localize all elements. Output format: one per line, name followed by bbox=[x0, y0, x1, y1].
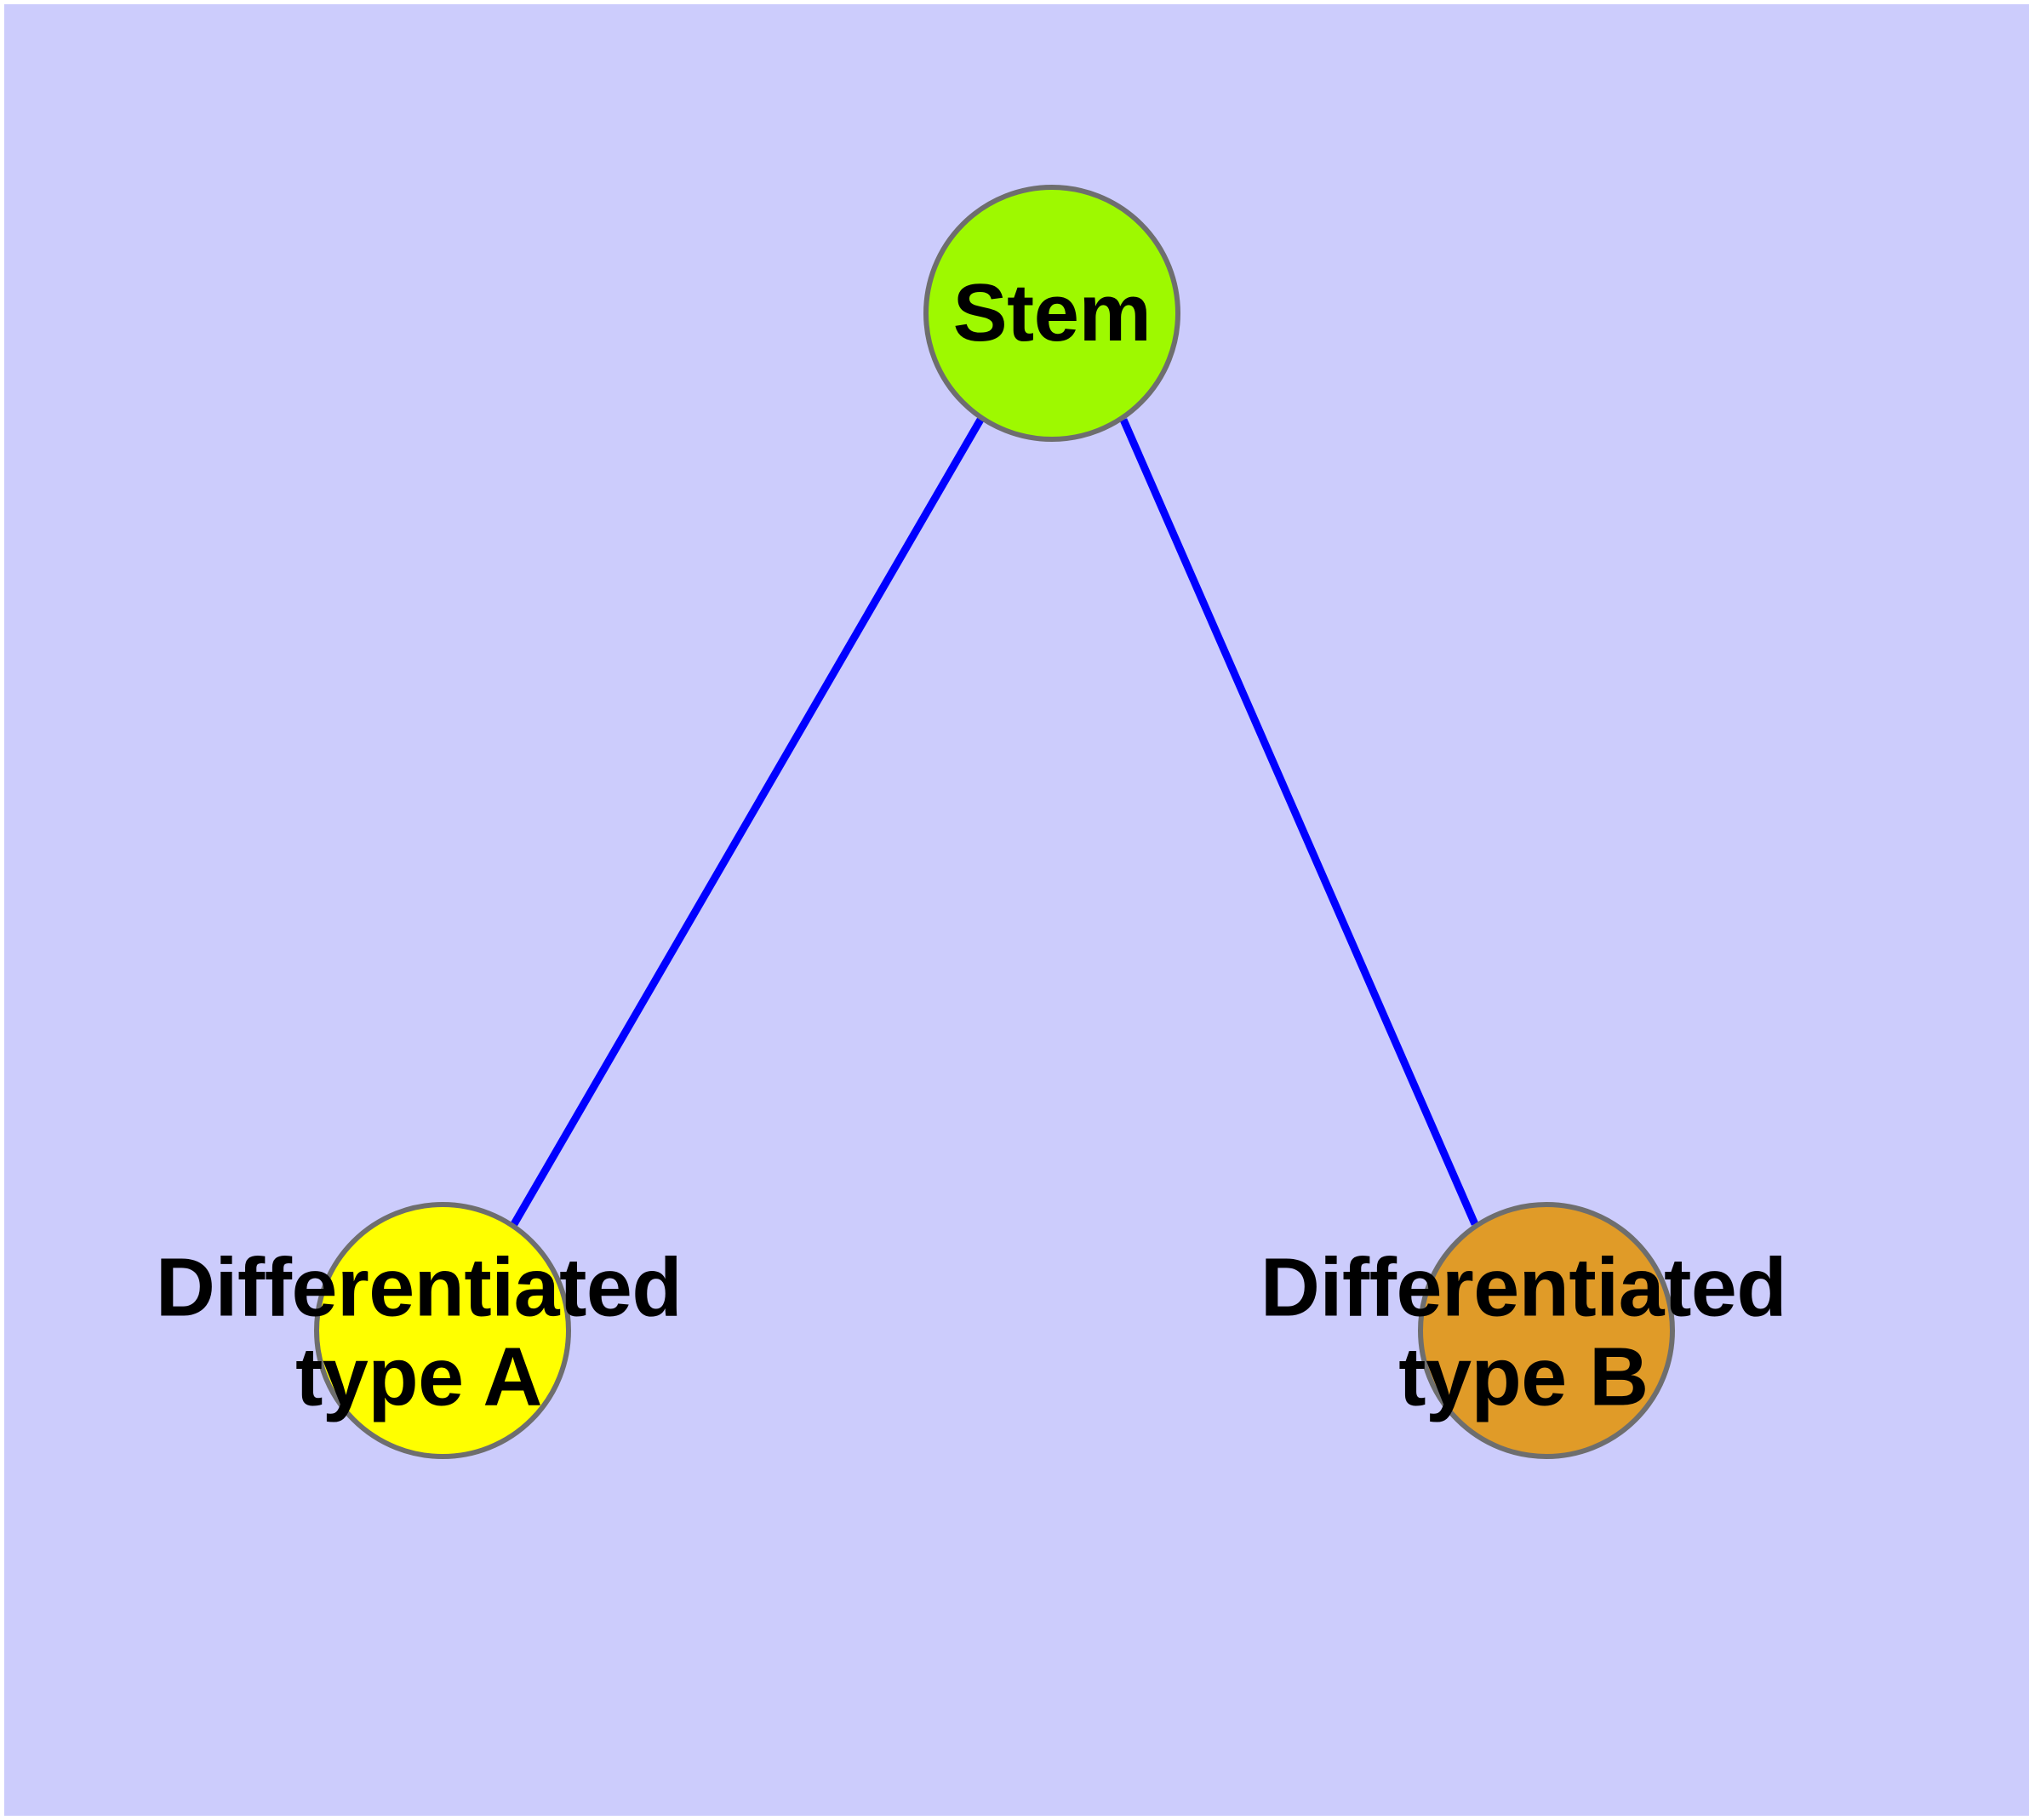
node-differentiated-type-a[interactable] bbox=[314, 1202, 571, 1459]
edge-stem-to-differentiated-type-a bbox=[511, 417, 984, 1227]
edge-layer bbox=[511, 417, 1479, 1227]
node-stem[interactable] bbox=[923, 185, 1180, 442]
node-differentiated-type-b[interactable] bbox=[1418, 1202, 1675, 1459]
edge-stem-to-differentiated-type-b bbox=[1119, 418, 1479, 1226]
node-layer bbox=[314, 185, 1675, 1459]
